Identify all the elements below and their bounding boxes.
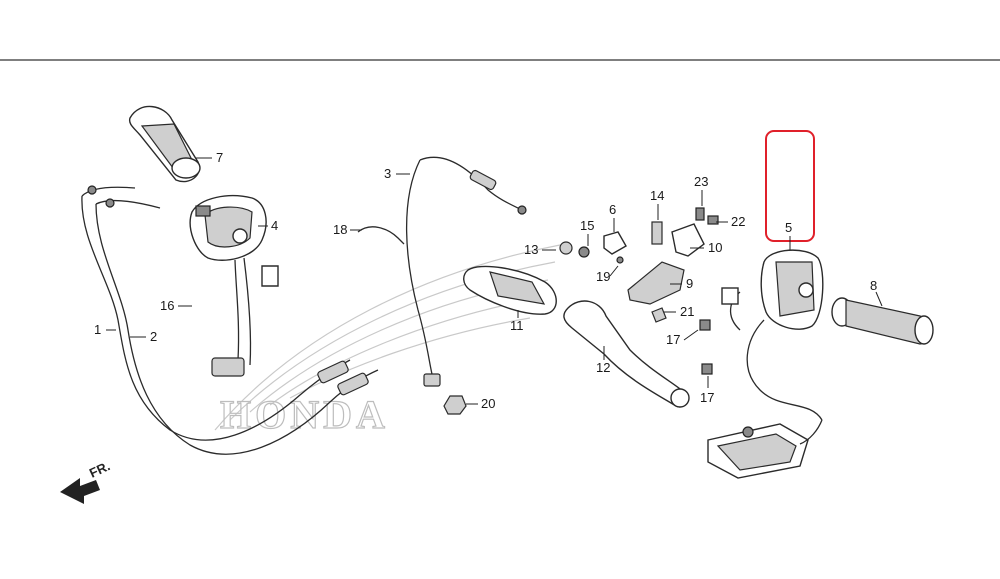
part-label-16: 16	[160, 298, 174, 313]
front-direction-text: FR.	[87, 458, 112, 480]
part-label-20: 20	[481, 396, 495, 411]
part-label-14: 14	[650, 188, 664, 203]
part-label-15: 15	[580, 218, 594, 233]
part-label-19: 19	[596, 269, 610, 284]
throttle-cables	[81, 185, 379, 455]
part-label-23: 23	[694, 174, 708, 189]
part-label-8: 8	[870, 278, 877, 293]
part-label-7: 7	[216, 150, 223, 165]
switch-connector	[707, 419, 823, 479]
part-label-5: 5	[785, 220, 792, 235]
arrow-left-icon	[60, 478, 100, 504]
lever-cover	[463, 265, 557, 315]
nut-20	[443, 395, 467, 415]
part-label-4: 4	[271, 218, 278, 233]
part-label-3: 3	[384, 166, 391, 181]
part-label-10: 10	[708, 240, 722, 255]
right-handlebar-switch	[699, 249, 824, 421]
part-label-1: 1	[94, 322, 101, 337]
right-grip	[831, 297, 934, 345]
brake-lever	[563, 300, 690, 408]
part-label-21: 21	[680, 304, 694, 319]
part-label-13: 13	[524, 242, 538, 257]
part-label-17-lower: 17	[700, 390, 714, 405]
part-label-11: 11	[510, 318, 524, 333]
part-label-2: 2	[150, 329, 157, 344]
leader-lines	[106, 157, 883, 405]
left-handlebar-switch	[189, 195, 279, 377]
part-label-12: 12	[596, 360, 610, 375]
part-label-22: 22	[731, 214, 745, 229]
front-direction-marker: FR.	[60, 458, 112, 504]
part-labels: 1 2 3 4 5 6 7 8 9 10 11 12 13 14 15 16 1…	[94, 150, 877, 411]
honda-wing-watermark: HONDA	[214, 244, 561, 438]
honda-watermark-text: HONDA	[220, 392, 389, 437]
lever-bracket	[559, 207, 719, 323]
part-label-9: 9	[686, 276, 693, 291]
part-label-17-upper: 17	[666, 332, 680, 347]
cable-clip	[357, 226, 405, 245]
part-label-6: 6	[609, 202, 616, 217]
clutch-cable	[405, 156, 527, 387]
left-grip	[128, 105, 201, 183]
part-label-18: 18	[333, 222, 347, 237]
